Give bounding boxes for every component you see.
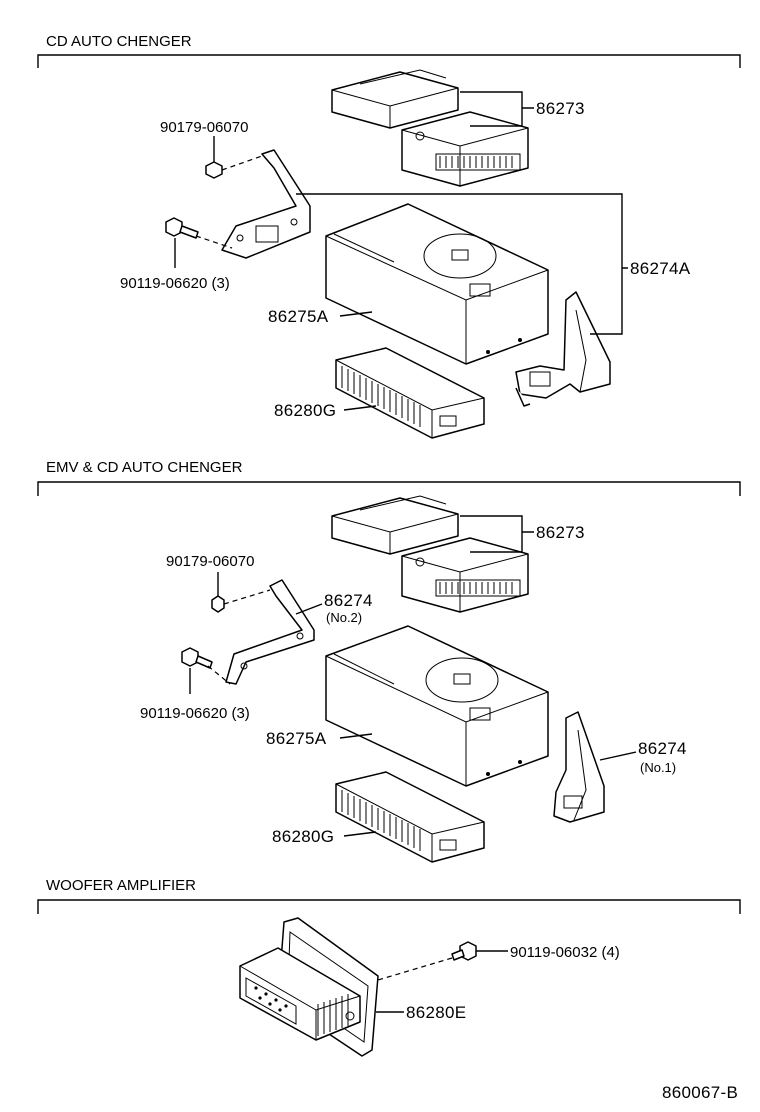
nut-part	[205, 161, 223, 179]
label-86274-no1: 86274	[638, 739, 687, 758]
bracket-part	[221, 149, 311, 259]
cd-changer-part	[331, 495, 529, 613]
label-86273: 86273	[536, 523, 585, 542]
label-86273: 86273	[536, 99, 585, 118]
label-86274-no2: 86274	[324, 591, 373, 610]
dashed-guide	[223, 589, 271, 605]
leader-line	[339, 311, 373, 317]
label-86280G: 86280G	[274, 401, 336, 420]
cd-changer-part	[331, 69, 529, 187]
bracket-a-part	[515, 291, 611, 407]
leader-line	[295, 603, 323, 615]
label-bolt: 90119-06620 (3)	[140, 705, 250, 722]
label-bolt: 90119-06032 (4)	[510, 944, 620, 961]
label-86275A: 86275A	[266, 729, 327, 748]
case-part	[325, 203, 549, 365]
bolt-part	[165, 217, 199, 239]
section-title: EMV & CD AUTO CHENGER	[46, 459, 243, 476]
section-divider	[37, 899, 741, 914]
section-emv-cd-auto-changer: EMV & CD AUTO CHENGER 86273 90179-06070 …	[37, 459, 741, 863]
label-nut: 90179-06070	[160, 119, 248, 136]
case-part	[325, 625, 549, 787]
leader-line	[339, 733, 373, 739]
section-divider	[37, 54, 741, 68]
leader-line	[343, 405, 377, 411]
label-86274A: 86274A	[630, 259, 691, 278]
label-86280G: 86280G	[272, 827, 334, 846]
amplifier-part	[335, 771, 485, 863]
bracket-no1-part	[553, 711, 605, 823]
label-86275A: 86275A	[268, 307, 329, 326]
bolt-part	[181, 647, 213, 669]
dashed-guide	[195, 235, 233, 249]
label-nut: 90179-06070	[166, 553, 254, 570]
label-bolt: 90119-06620 (3)	[120, 275, 230, 292]
woofer-amplifier-part	[239, 917, 379, 1057]
section-cd-auto-changer: CD AUTO CHENGER 86273 90179-06070	[37, 33, 741, 439]
leader-line	[343, 831, 377, 837]
leader-line	[296, 193, 628, 335]
section-woofer-amplifier: WOOFER AMPLIFIER 90119-06032	[37, 877, 741, 1057]
leader-line	[460, 515, 534, 553]
bracket-no2-part	[225, 579, 315, 685]
section-divider	[37, 481, 741, 496]
section-title: WOOFER AMPLIFIER	[46, 877, 196, 894]
section-title: CD AUTO CHENGER	[46, 33, 192, 50]
dashed-guide	[207, 665, 231, 685]
nut-part	[211, 595, 225, 613]
amplifier-part	[335, 347, 485, 439]
label-86280E: 86280E	[406, 1003, 466, 1022]
dashed-guide	[221, 155, 263, 171]
label-86274-no2-sub: (No.2)	[326, 610, 362, 625]
drawing-number: 860067-B	[662, 1083, 738, 1102]
dashed-guide	[377, 957, 453, 981]
label-86274-no1-sub: (No.1)	[640, 760, 676, 775]
leader-line	[460, 91, 534, 127]
leader-line	[599, 751, 637, 761]
bolt-part	[451, 941, 477, 961]
